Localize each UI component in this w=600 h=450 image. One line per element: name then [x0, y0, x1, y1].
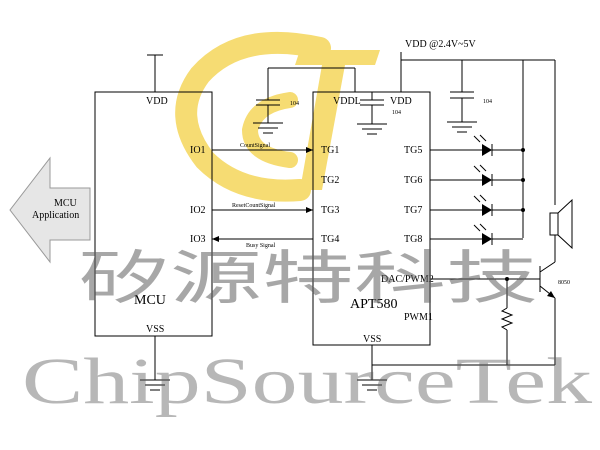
- busy-signal-line: Busy Signal: [212, 236, 313, 249]
- mcu-vss-label: VSS: [146, 324, 164, 335]
- watermark-chinese: 矽源特科技: [78, 244, 538, 312]
- logo-arc-inner: [241, 92, 298, 168]
- arrow-line2: Application: [32, 210, 79, 221]
- apt-vss-label: VSS: [363, 334, 381, 345]
- apt-tg7-label: TG7: [404, 205, 422, 216]
- arrow-shape: [9, 156, 91, 264]
- arrow-line1: MCU: [54, 198, 78, 209]
- reset-signal-label: ResetCountSignal: [232, 203, 276, 209]
- led-tg6: [430, 164, 525, 186]
- supply-label: VDD @2.4V~5V: [405, 39, 477, 50]
- apt-ground-icon: [357, 379, 387, 391]
- apt-tg6-label: TG6: [404, 175, 422, 186]
- apt-tg1-label: TG1: [321, 145, 339, 156]
- logo-watermark: [175, 31, 380, 202]
- apt-vdd-label: VDD: [390, 96, 412, 107]
- mcu-vdd-label: VDD: [146, 96, 168, 107]
- transistor-label: 8050: [558, 280, 570, 286]
- capacitor-c3: 104: [447, 91, 492, 133]
- apt-tg4-label: TG4: [321, 234, 339, 245]
- apt-tg5-label: TG5: [404, 145, 422, 156]
- led-tg7: [430, 194, 525, 216]
- logo-t: [295, 50, 380, 190]
- led-tg5: [430, 134, 525, 156]
- c3-label: 104: [483, 99, 492, 105]
- c1-label: 104: [290, 101, 299, 107]
- led-tg8: [430, 223, 523, 245]
- apt-tg8-label: TG8: [404, 234, 422, 245]
- mcu-io2-label: IO2: [190, 205, 206, 216]
- speaker-icon: [549, 198, 573, 262]
- count-signal-line: CountSignal: [212, 143, 313, 153]
- watermark-english: ChipSourceTek: [22, 345, 592, 418]
- apt-name-label: APT580: [350, 297, 397, 312]
- transistor-8050: 8050: [430, 261, 570, 365]
- mcu-io1-label: IO1: [190, 145, 206, 156]
- c2-label: 104: [392, 110, 401, 116]
- apt-pwm1-label: PWM1: [404, 312, 433, 323]
- apt-vddl-label: VDDL: [333, 96, 361, 107]
- reset-signal-line: ResetCountSignal: [212, 203, 313, 213]
- count-signal-label: CountSignal: [240, 143, 270, 149]
- capacitor-c2: 104: [357, 92, 401, 135]
- logo-arc-outer: [175, 31, 331, 202]
- busy-signal-label: Busy Signal: [246, 243, 276, 249]
- apt-tg2-label: TG2: [321, 175, 339, 186]
- apt-dac-label: DAC/PWM2: [381, 274, 434, 285]
- mcu-application-arrow: MCU Application: [9, 156, 91, 264]
- resistor: [500, 277, 514, 365]
- apt-tg3-label: TG3: [321, 205, 339, 216]
- mcu-ground-icon: [140, 379, 170, 391]
- mcu-chip: [94, 91, 213, 337]
- mcu-name-label: MCU: [134, 293, 166, 308]
- capacitor-c1: 104: [253, 99, 299, 134]
- mcu-io3-label: IO3: [190, 234, 206, 245]
